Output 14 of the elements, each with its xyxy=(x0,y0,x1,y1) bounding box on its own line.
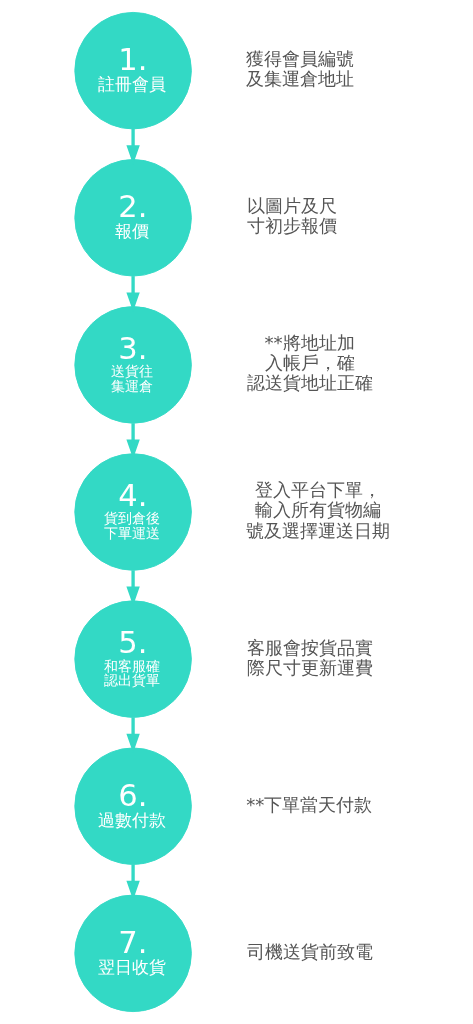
node-circle: 1. 註冊會員 xyxy=(74,11,192,130)
node-circle: 5. 和客服確認出貨單 xyxy=(74,600,192,718)
node-label: **將地址加入帳戶，確認送貨地址正確 xyxy=(246,332,373,394)
node-label: 登入平台下單，輸入所有貨物編號及選擇運送日期 xyxy=(246,479,391,541)
node-label: 客服會按貨品實際尺寸更新運費 xyxy=(246,636,373,678)
node-label: 獲得會員編號及集運倉地址 xyxy=(246,48,355,90)
node-label: 以圖片及尺寸初步報價 xyxy=(246,195,337,237)
node-circle: 3. 送貨往集運倉 xyxy=(74,306,192,424)
node-circle: 2. 報價 xyxy=(74,159,192,277)
node-circle: 6. 過數付款 xyxy=(74,747,192,865)
node-label: **下單當天付款 xyxy=(246,793,373,815)
node-circle: 4. 貨到倉後下單運送 xyxy=(74,453,192,571)
node-label: 司機送貨前致電 xyxy=(246,940,373,962)
node-circle: 7. 翌日收貨 xyxy=(74,894,192,1013)
